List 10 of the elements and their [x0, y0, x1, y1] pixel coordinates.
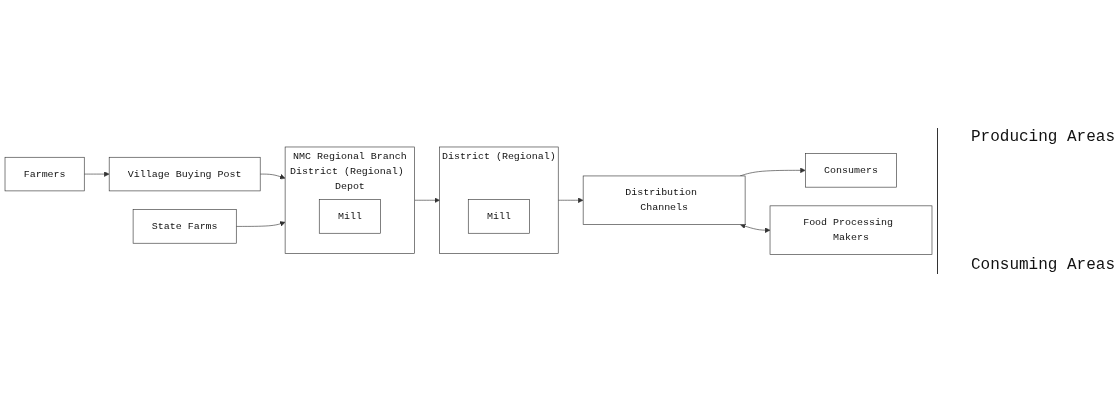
node-box: State Farms: [132, 209, 237, 244]
area-label: Producing Areas: [971, 127, 1115, 146]
node-box: Consumers: [805, 153, 897, 188]
node-box: Mill: [318, 199, 381, 234]
node-box: Distribution Channels: [582, 175, 746, 225]
node-box: Farmers: [4, 156, 85, 191]
node-box: Mill: [467, 199, 530, 234]
node-box: Food Processing Makers: [769, 205, 933, 255]
node-box: Village Buying Post: [108, 156, 261, 191]
area-label: Consuming Areas: [971, 255, 1115, 274]
